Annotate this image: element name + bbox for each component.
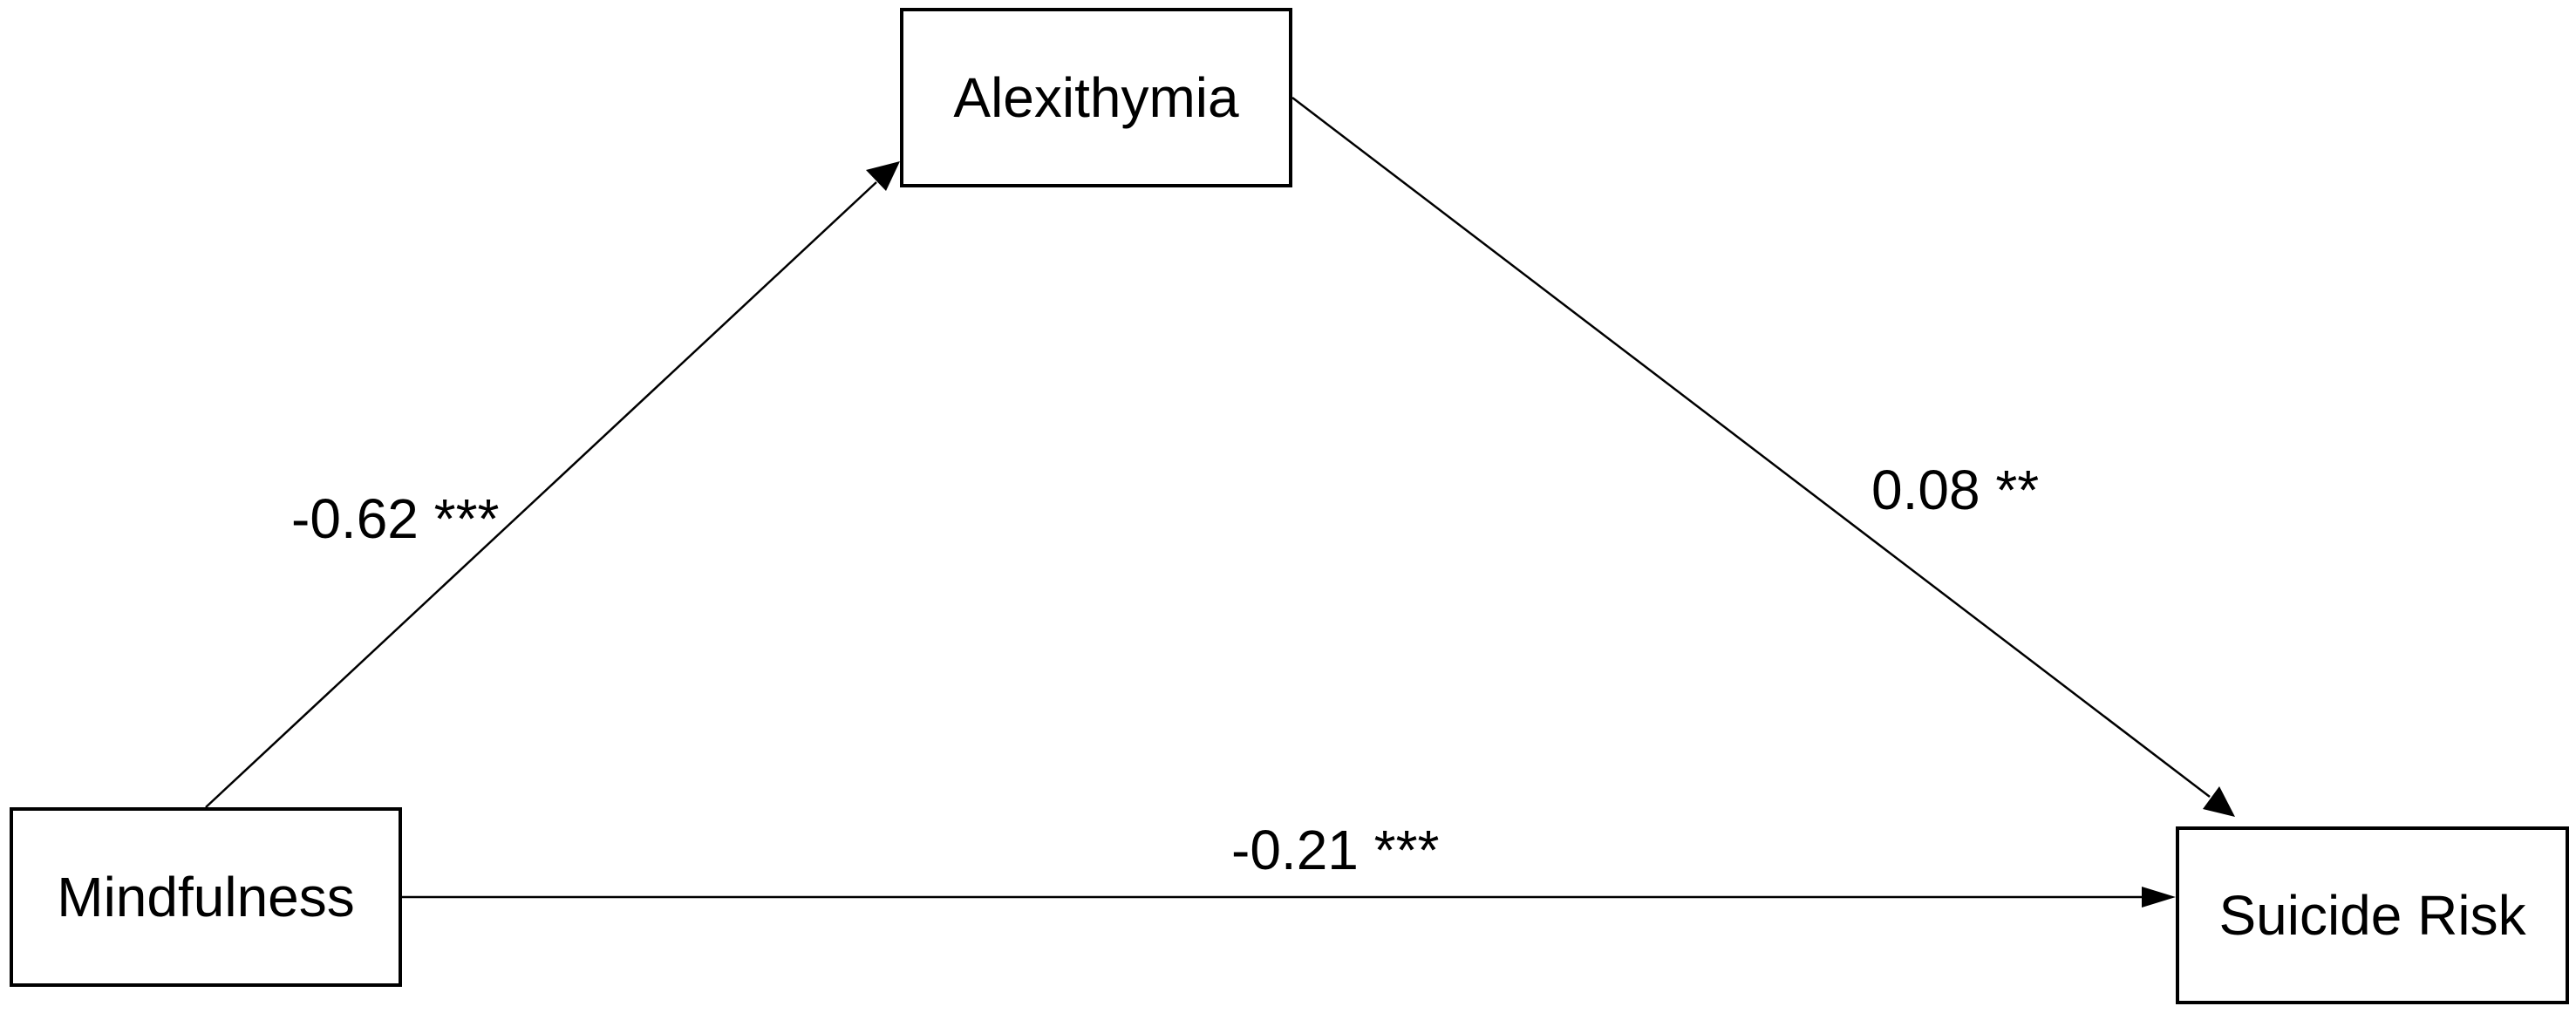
path-a-arrowhead <box>866 161 900 191</box>
path-c-arrowhead <box>2142 887 2176 908</box>
node-mindfulness: Mindfulness <box>10 807 402 987</box>
node-mindfulness-label: Mindfulness <box>57 866 355 928</box>
path-b-line <box>1291 97 2211 798</box>
node-suicide-risk-label: Suicide Risk <box>2218 884 2526 947</box>
coefficient-mindfulness-suicide-risk: -0.21 *** <box>1231 819 1440 881</box>
node-alexithymia: Alexithymia <box>900 8 1292 187</box>
node-suicide-risk: Suicide Risk <box>2176 826 2569 1004</box>
coefficient-alexithymia-suicide-risk: 0.08 ** <box>1871 459 2040 521</box>
path-b-arrowhead <box>2203 786 2235 817</box>
node-alexithymia-label: Alexithymia <box>953 66 1239 129</box>
coefficient-mindfulness-alexithymia: -0.62 *** <box>291 487 500 550</box>
path-a-line <box>205 181 877 808</box>
